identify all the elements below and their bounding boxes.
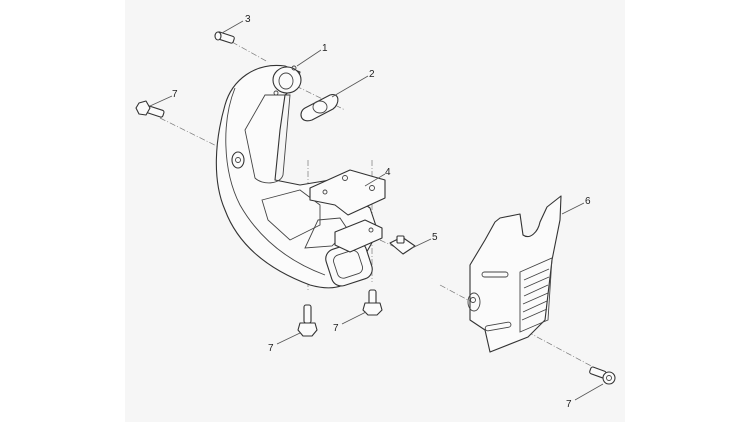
callout-5: 5: [432, 232, 438, 243]
callout-4: 4: [385, 167, 391, 178]
callout-7: 7: [172, 89, 178, 100]
callout-2: 2: [369, 69, 375, 80]
callout-7: 7: [566, 399, 572, 410]
callout-labels: 3 1 2 7 4 5 6 7 7 7: [172, 14, 591, 410]
vent-slats: [521, 268, 550, 321]
clip-nut-part[interactable]: [389, 235, 416, 255]
callout-7: 7: [268, 343, 274, 354]
callout-1: 1: [322, 43, 328, 54]
drawing-panel: [125, 0, 625, 422]
stud-bolt-part[interactable]: [214, 31, 235, 44]
heat-shield-part[interactable]: [467, 195, 562, 353]
leader-lines: [149, 20, 604, 401]
callout-6: 6: [585, 196, 591, 207]
flange-bolt-part[interactable]: [362, 289, 383, 316]
bracket-part[interactable]: [309, 169, 386, 253]
flange-bolt-part[interactable]: [589, 366, 616, 385]
callout-7: 7: [333, 323, 339, 334]
flange-bolt-part[interactable]: [135, 100, 165, 118]
gasket-part[interactable]: [300, 93, 339, 122]
callout-3: 3: [245, 14, 251, 25]
flange-bolt-part[interactable]: [297, 304, 318, 337]
